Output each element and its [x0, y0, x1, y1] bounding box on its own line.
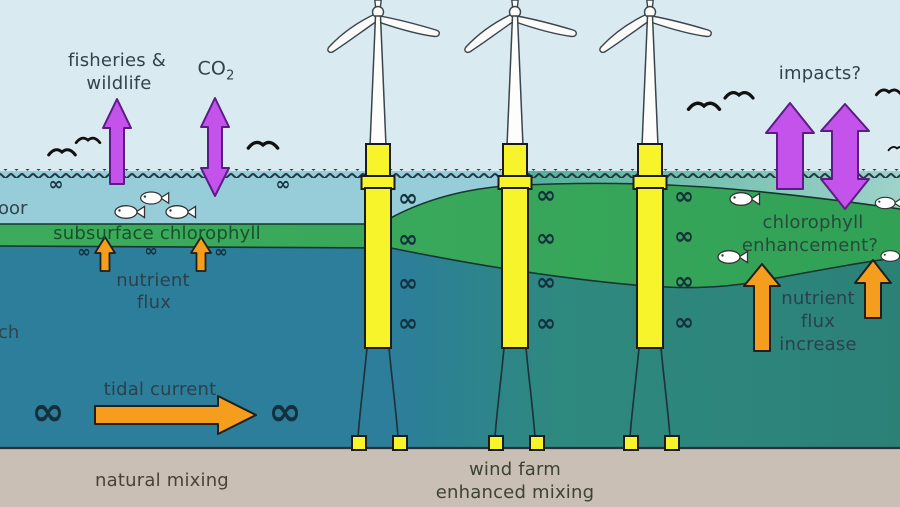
nutrient-flux-increase-label-line1: nutrient [781, 288, 855, 309]
subsurface-chlorophyll-label: subsurface chlorophyll [53, 223, 261, 244]
seabed [0, 448, 900, 507]
mixing-infinity-symbol: ∞ [48, 174, 64, 195]
fish-icon [880, 250, 900, 262]
mixing-infinity-symbol: ∞ [674, 182, 694, 210]
impacts-double-arrow [820, 103, 870, 210]
mixing-infinity-symbol: ∞ [214, 242, 228, 261]
tidal-current-arrow [94, 395, 257, 435]
cropped-label-nutrient-poor: oor [0, 198, 28, 219]
co2-label-subscript: 2 [226, 68, 235, 84]
fisheries-wildlife-label-line2: wildlife [86, 73, 152, 94]
co2-exchange-double-arrow [200, 97, 230, 197]
mixing-infinity-symbol: ∞ [398, 269, 418, 297]
nutrient-flux-arrow-left-1 [94, 236, 116, 272]
natural-mixing-label: natural mixing [95, 470, 229, 491]
mixing-infinity-symbol: ∞ [275, 174, 291, 195]
mixing-infinity-symbol: ∞ [77, 242, 91, 261]
chlorophyll-enhancement-label-line1: chlorophyll [762, 212, 864, 233]
mixing-infinity-symbol: ∞ [674, 308, 694, 336]
mixing-infinity-symbol: ∞ [31, 389, 65, 435]
fisheries-wildlife-label-line1: fisheries & [67, 50, 167, 71]
mixing-infinity-symbol: ∞ [536, 309, 556, 337]
impacts-label: impacts? [778, 63, 862, 84]
fisheries-wildlife-up-arrow [102, 98, 132, 185]
nutrient-flux-increase-label-line2: flux [800, 311, 836, 332]
mixing-infinity-symbol: ∞ [268, 389, 302, 435]
chlorophyll-enhancement-label-line2: enhancement? [741, 235, 879, 256]
mixing-infinity-symbol: ∞ [674, 222, 694, 250]
mixing-infinity-symbol: ∞ [536, 268, 556, 296]
sky [0, 0, 900, 173]
nutrient-flux-increase-arrow-2 [854, 259, 892, 319]
co2-label: CO2 [197, 57, 235, 84]
chlorophyll-lens-bottom-outline [0, 245, 900, 289]
nutrient-flux-increase-label-line3: increase [779, 334, 857, 355]
mixing-infinity-symbol: ∞ [144, 241, 158, 260]
mixing-infinity-symbol: ∞ [536, 181, 556, 209]
impacts-up-arrow [765, 102, 815, 190]
wind-farm-mixing-label-line2: enhanced mixing [435, 482, 595, 503]
tidal-current-label: tidal current [103, 379, 217, 400]
nutrient-flux-arrow-left-2 [190, 236, 212, 272]
wind-farm-mixing-label-line1: wind farm [468, 459, 562, 480]
cropped-label-nutrient-rich: ch [0, 322, 20, 343]
chlorophyll-lens-top-outline [0, 182, 900, 225]
mixing-infinity-symbol: ∞ [398, 184, 418, 212]
nutrient-flux-label-line2: flux [136, 292, 172, 313]
co2-label-main: CO [197, 57, 227, 80]
mixing-infinity-symbol: ∞ [536, 224, 556, 252]
nutrient-flux-label-line1: nutrient [116, 270, 190, 291]
mixing-infinity-symbol: ∞ [674, 267, 694, 295]
mixing-infinity-symbol: ∞ [398, 225, 418, 253]
waterline [0, 169, 900, 178]
mixing-infinity-symbol: ∞ [398, 309, 418, 337]
nutrient-flux-increase-arrow-1 [743, 263, 781, 352]
chlorophyll-lens [0, 183, 900, 288]
